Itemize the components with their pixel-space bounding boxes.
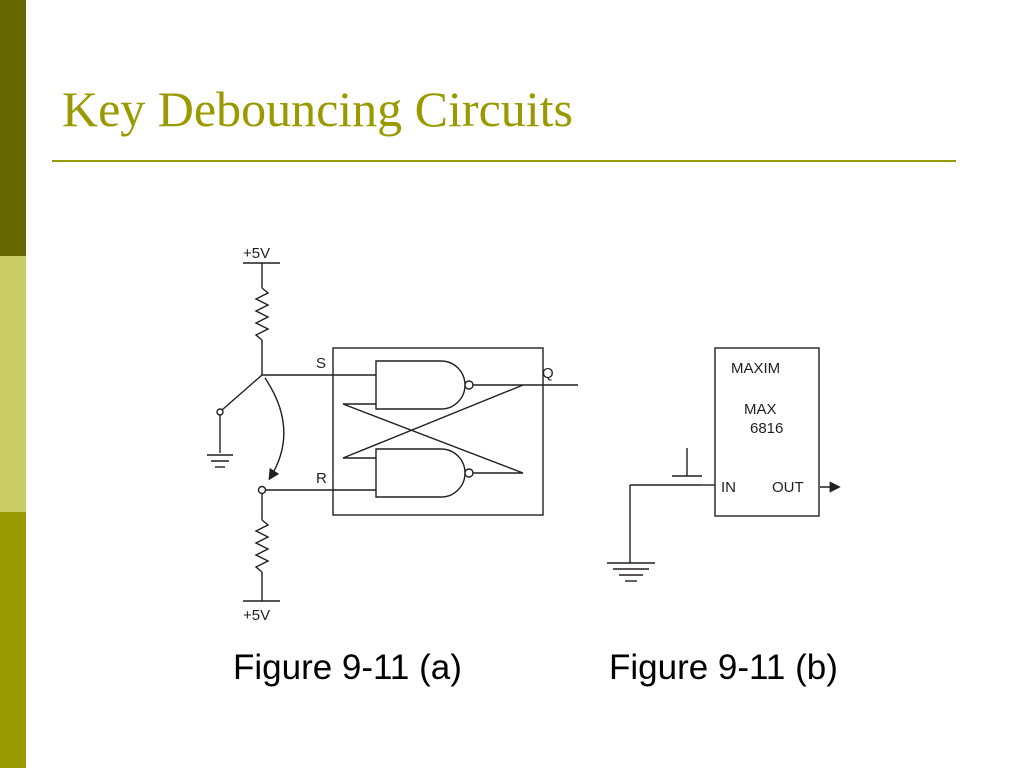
figure-a-caption: Figure 9-11 (a) [233,648,462,687]
sidebar-accent-light [0,256,26,512]
supply-bottom-label: +5V [243,607,270,624]
pullup-resistor-bottom [254,519,270,573]
ground-icon [607,562,655,582]
chip-output-label: OUT [772,479,804,496]
feedback-wire-qbar [342,403,524,474]
q-output-label: Q [542,365,554,382]
latch-package [332,347,544,516]
figure-b-caption: Figure 9-11 (b) [609,648,838,687]
nand-gate-top [375,360,466,410]
nand-gate-bottom [375,448,466,498]
set-label: S [316,355,326,372]
switch-travel-arrow [264,377,285,481]
chip-part-label: MAX [744,401,777,418]
supply-top-label: +5V [243,245,270,262]
reset-contact [257,485,267,495]
nand-bubble-top [464,380,474,390]
chip-input-label: IN [721,479,736,496]
figure-b-schematic: MAXIM MAX 6816 IN OUT [607,347,841,582]
sidebar-accent-mid [0,512,26,768]
max6816-chip [714,347,820,517]
title-underline [52,160,956,162]
nand-bubble-bottom [464,468,474,478]
sidebar-accent-dark [0,0,26,256]
switch-lever [221,374,263,411]
slide-title: Key Debouncing Circuits [62,81,574,137]
figure-a-schematic: +5V S R +5V [207,245,578,624]
chip-number-label: 6816 [750,420,783,437]
feedback-wire-q [342,384,524,459]
reset-label: R [316,470,327,487]
switch-pivot [216,408,224,416]
pullup-resistor-top [254,287,270,341]
ground-icon [207,454,233,468]
chip-vendor-label: MAXIM [731,360,780,377]
